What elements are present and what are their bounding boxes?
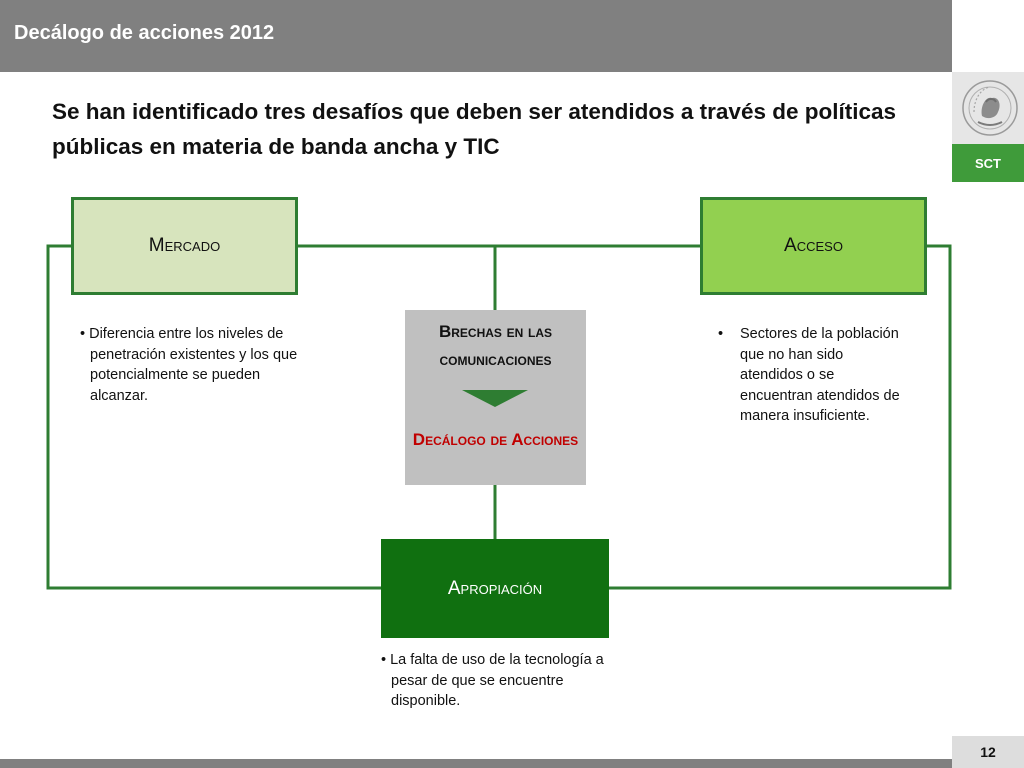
footer-bar	[0, 759, 952, 768]
bullet-icon: •	[381, 652, 387, 668]
mercado-description-text: Diferencia entre los niveles de penetrac…	[89, 326, 298, 404]
bullet-icon: •	[718, 326, 724, 342]
eagle-seal-icon	[962, 80, 1018, 136]
brechas-label: Brechas en las comunicaciones	[438, 322, 553, 369]
mercado-box: Mercado	[71, 197, 298, 295]
mercado-label: Mercado	[148, 235, 221, 256]
acceso-label: Acceso	[784, 235, 843, 256]
apropiacion-description: • La falta de uso de la tecnología a pes…	[379, 650, 616, 712]
acceso-box: Acceso	[700, 197, 927, 295]
decalogo-label: Decálogo de Acciones	[412, 430, 579, 449]
acceso-description-text: Sectores de la población que no han sido…	[740, 326, 900, 424]
apropiacion-description-text: La falta de uso de la tecnología a pesar…	[390, 652, 604, 709]
arrow-down-icon	[462, 390, 528, 407]
header-bar: Decálogo de acciones 2012	[0, 0, 952, 72]
sct-logo: SCT	[952, 144, 1024, 182]
page-number: 12	[952, 736, 1024, 768]
bullet-icon: •	[80, 326, 86, 342]
apropiacion-box: Apropiación	[381, 539, 609, 638]
mexico-seal-logo	[952, 72, 1024, 144]
apropiacion-label: Apropiación	[447, 577, 543, 599]
brechas-box: Brechas en las comunicaciones Decálogo d…	[405, 310, 586, 485]
mercado-description: • Diferencia entre los niveles de penetr…	[78, 324, 300, 406]
header-title: Decálogo de acciones 2012	[14, 22, 275, 44]
page-headline: Se han identificado tres desafíos que de…	[52, 99, 897, 159]
acceso-description: • Sectores de la población que no han sid…	[718, 324, 910, 427]
